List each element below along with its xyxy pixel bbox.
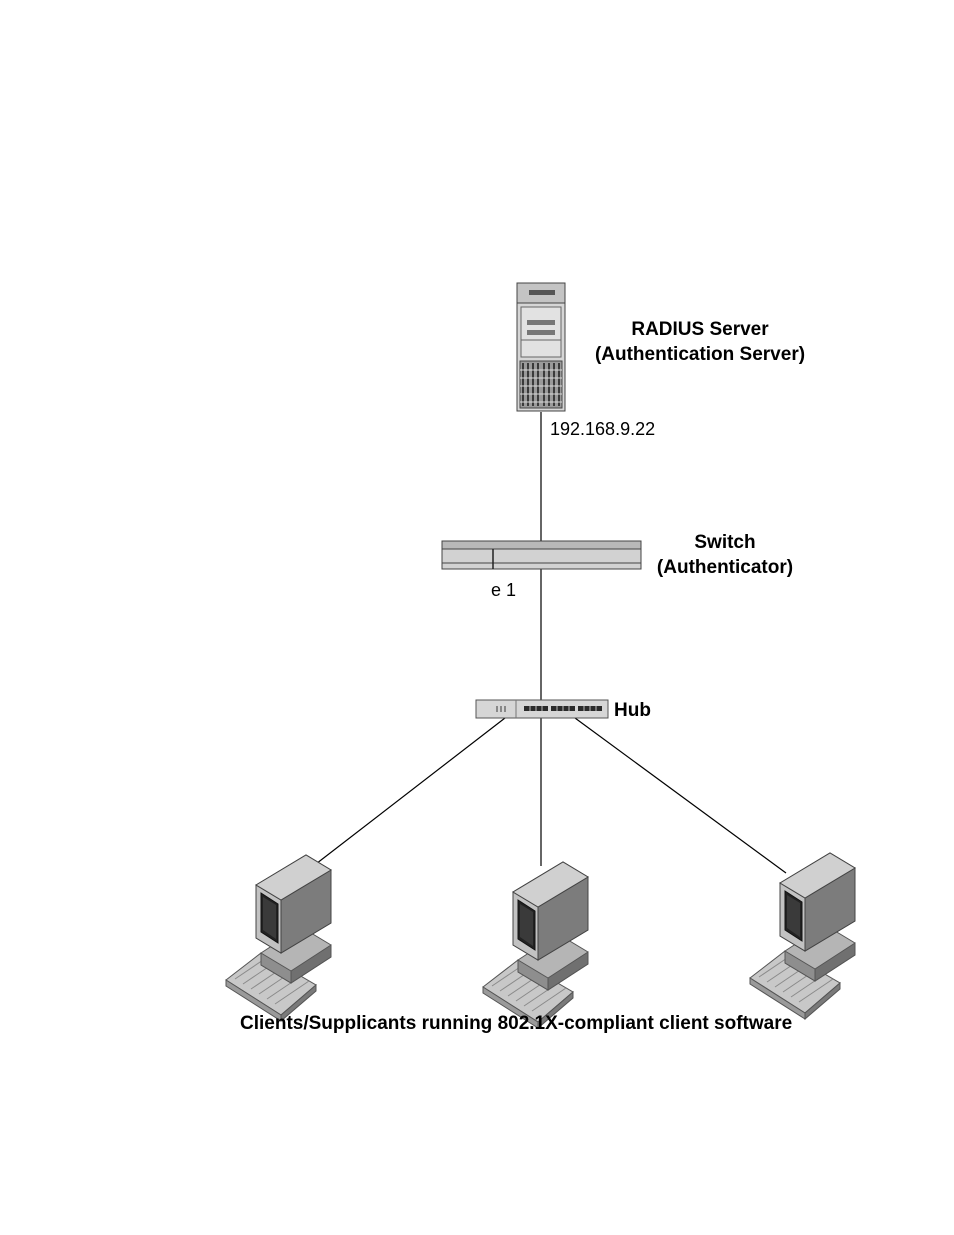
hub-label: Hub (614, 698, 651, 723)
desktop-computer-icon (750, 853, 855, 1019)
switch-icon (442, 541, 641, 569)
server-subtitle: (Authentication Server) (580, 342, 820, 367)
connections (312, 412, 786, 873)
switch-port-label: e 1 (491, 579, 516, 601)
link-hub-client-right (575, 718, 786, 873)
switch-label: Switch (Authenticator) (645, 530, 805, 580)
switch-title: Switch (645, 530, 805, 555)
server-ip-address: 192.168.9.22 (550, 418, 655, 440)
server-tower-icon (517, 283, 565, 411)
server-title: RADIUS Server (580, 317, 820, 342)
desktop-computer-icon (483, 862, 588, 1028)
server-label: RADIUS Server (Authentication Server) (580, 317, 820, 367)
hub-icon (476, 700, 608, 718)
desktop-computer-icon (226, 855, 331, 1021)
link-hub-client-left (312, 718, 505, 867)
switch-subtitle: (Authenticator) (645, 555, 805, 580)
clients-caption: Clients/Supplicants running 802.1X-compl… (240, 1011, 792, 1036)
